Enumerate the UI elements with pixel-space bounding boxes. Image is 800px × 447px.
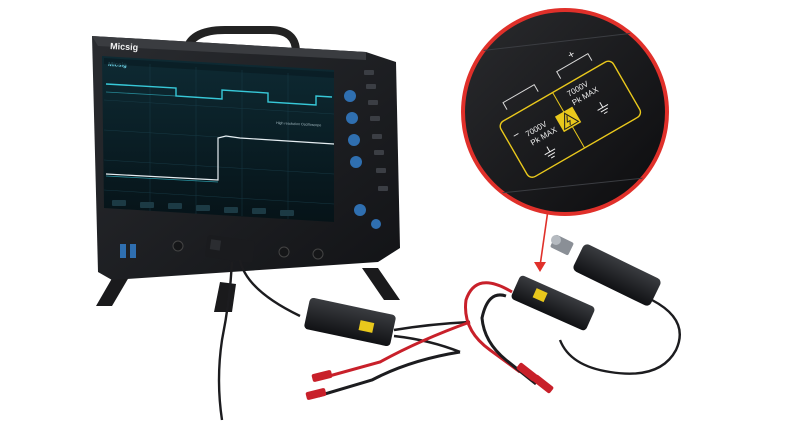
callout-arrowhead	[534, 262, 546, 272]
warning-label-box	[499, 60, 642, 178]
minus-terminal-label: −	[511, 129, 523, 143]
trace-channel-1	[105, 83, 333, 106]
test-lead-black-right	[480, 293, 537, 386]
test-lead-black-front	[317, 350, 461, 398]
probe-amplifier-unit	[573, 244, 661, 306]
bnc-connector-icon	[550, 234, 574, 256]
screen-brand: Micsig	[108, 62, 127, 69]
knob-4[interactable]	[350, 156, 362, 168]
knob-6[interactable]	[371, 219, 381, 229]
screen-softkeys[interactable]	[112, 200, 294, 216]
probe-head-right	[511, 275, 595, 331]
probe-body-front	[304, 297, 396, 347]
side-buttons[interactable]	[364, 70, 388, 191]
probe-cable-left	[217, 261, 234, 421]
differential-probe-right	[464, 234, 681, 394]
brand-logo: Micsig	[110, 41, 139, 52]
scope-subtitle: High resolution Oscilloscope	[276, 121, 321, 127]
control-knobs[interactable]	[344, 90, 381, 229]
trace-channel-2	[105, 135, 335, 181]
ground-icon	[544, 101, 609, 159]
stand-mid	[214, 282, 236, 312]
callout-line	[539, 209, 549, 267]
knob-5[interactable]	[354, 204, 366, 216]
warning-icon	[554, 106, 582, 133]
differential-probe-front	[217, 259, 471, 421]
test-lead-red-right	[464, 281, 521, 374]
oscilloscope: Micsig Micsig	[92, 26, 400, 312]
knob-3[interactable]	[348, 134, 360, 146]
plus-terminal-label: +	[566, 48, 578, 62]
stand-right	[362, 268, 400, 300]
knob-2[interactable]	[346, 112, 358, 124]
screen-status-bar	[104, 58, 334, 78]
knob-1[interactable]	[344, 90, 356, 102]
probe-cable-right	[558, 298, 681, 375]
carry-handle[interactable]	[182, 26, 300, 56]
zoom-callout: − + 7000V Pk MAX 7000V Pk MAX	[461, 8, 669, 272]
input-ports[interactable]	[120, 240, 324, 260]
test-lead-red-front	[321, 320, 471, 380]
